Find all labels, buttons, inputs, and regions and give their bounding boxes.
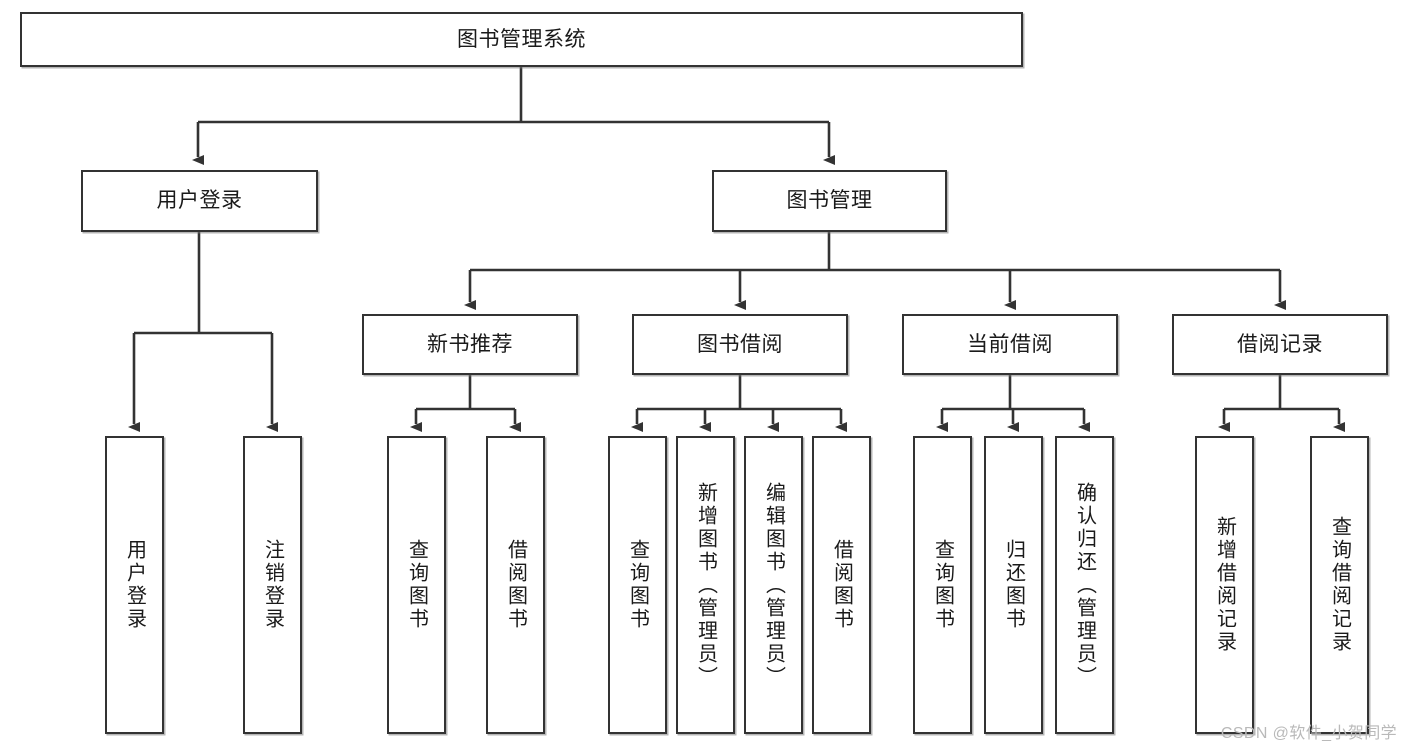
node-borrow-record-label: 借阅记录 (1237, 332, 1323, 356)
node-user-login-label: 用户登录 (156, 189, 243, 213)
node-leaf-add-record[interactable]: 新增借阅记录 (1195, 436, 1254, 734)
node-current-borrow-label: 当前借阅 (967, 332, 1053, 356)
edges-booksmanage-to-level3 (464, 232, 1286, 310)
node-root-label: 图书管理系统 (457, 27, 586, 51)
node-current-borrow[interactable]: 当前借阅 (902, 314, 1118, 375)
node-root[interactable]: 图书管理系统 (20, 12, 1023, 67)
node-user-login[interactable]: 用户登录 (81, 170, 318, 232)
node-book-manage[interactable]: 图书管理 (712, 170, 947, 232)
edges-root-to-level2 (192, 67, 835, 165)
node-leaf-confirm-return-label: 确认归还（管理员） (1073, 481, 1096, 689)
node-leaf-edit-book[interactable]: 编辑图书（管理员） (744, 436, 803, 734)
edges-bookborrow-to-leaves (631, 375, 847, 432)
node-leaf-logout-label: 注销登录 (261, 539, 284, 631)
node-new-book-rec-label: 新书推荐 (427, 332, 513, 356)
node-leaf-borrow-book-1-label: 借阅图书 (504, 539, 527, 631)
node-leaf-confirm-return[interactable]: 确认归还（管理员） (1055, 436, 1114, 734)
edges-newbookrec-to-leaves (410, 375, 521, 432)
node-leaf-query-book-3[interactable]: 查询图书 (913, 436, 972, 734)
node-leaf-query-book-1[interactable]: 查询图书 (387, 436, 446, 734)
node-leaf-query-book-3-label: 查询图书 (931, 539, 954, 631)
node-leaf-return-book[interactable]: 归还图书 (984, 436, 1043, 734)
node-leaf-borrow-book-1[interactable]: 借阅图书 (486, 436, 545, 734)
node-leaf-logout[interactable]: 注销登录 (243, 436, 302, 734)
edges-userlogin-to-leaves (128, 232, 278, 432)
node-leaf-query-record-label: 查询借阅记录 (1328, 516, 1351, 654)
node-leaf-borrow-book-2[interactable]: 借阅图书 (812, 436, 871, 734)
node-leaf-query-book-2-label: 查询图书 (626, 539, 649, 631)
node-borrow-record[interactable]: 借阅记录 (1172, 314, 1388, 375)
node-leaf-add-record-label: 新增借阅记录 (1213, 516, 1236, 654)
node-leaf-edit-book-label: 编辑图书（管理员） (762, 481, 785, 689)
edges-currentborrow-to-leaves (936, 375, 1090, 432)
node-book-borrow[interactable]: 图书借阅 (632, 314, 848, 375)
node-leaf-query-record[interactable]: 查询借阅记录 (1310, 436, 1369, 734)
node-leaf-return-book-label: 归还图书 (1002, 539, 1025, 631)
node-leaf-add-book[interactable]: 新增图书（管理员） (676, 436, 735, 734)
node-new-book-rec[interactable]: 新书推荐 (362, 314, 578, 375)
node-leaf-user-login-label: 用户登录 (123, 539, 146, 631)
node-leaf-add-book-label: 新增图书（管理员） (694, 481, 717, 689)
node-leaf-user-login[interactable]: 用户登录 (105, 436, 164, 734)
node-leaf-query-book-1-label: 查询图书 (405, 539, 428, 631)
node-leaf-borrow-book-2-label: 借阅图书 (830, 539, 853, 631)
node-book-borrow-label: 图书借阅 (697, 332, 783, 356)
edges-borrowrecord-to-leaves (1218, 375, 1345, 432)
node-leaf-query-book-2[interactable]: 查询图书 (608, 436, 667, 734)
node-book-manage-label: 图书管理 (786, 189, 873, 213)
